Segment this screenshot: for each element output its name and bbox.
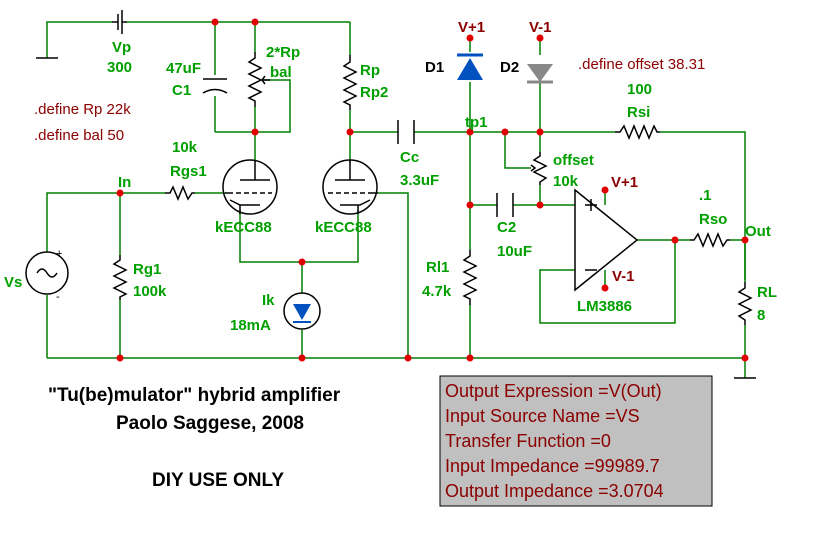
- rsi-resistor: [615, 124, 660, 140]
- rl1-resistor: [462, 250, 478, 305]
- vs-source: [25, 251, 69, 295]
- vplus-top: V+1: [458, 19, 485, 36]
- offset-value: 10k: [553, 173, 579, 190]
- title-line2: Paolo Saggese, 2008: [116, 413, 304, 434]
- rp-name: Rp: [360, 62, 380, 79]
- rl1-name: Rl1: [426, 259, 449, 276]
- bal-potentiometer: [247, 52, 270, 107]
- rso-value: .1: [699, 187, 712, 204]
- rl-resistor: [737, 282, 753, 325]
- cc-capacitor: [397, 120, 415, 144]
- wires: [46, 21, 746, 378]
- rp-value: Rp2: [360, 84, 388, 101]
- rgs1-resistor: [165, 185, 195, 201]
- vp-value: 300: [107, 59, 132, 76]
- rg1-resistor: [112, 255, 128, 300]
- d2-label: D2: [500, 59, 519, 76]
- opamp-label: LM3886: [577, 298, 632, 315]
- offset-potentiometer: [530, 152, 548, 185]
- vp-name: Vp: [112, 39, 131, 56]
- d1-diode: [457, 53, 483, 80]
- d1-label: D1: [425, 59, 444, 76]
- tube2: [322, 159, 378, 215]
- vs-name: Vs: [4, 274, 22, 291]
- result-input-impedance: Input Impedance =99989.7: [445, 456, 660, 476]
- rso-resistor: [690, 232, 730, 248]
- tp1-label: tp1: [465, 114, 488, 131]
- rg1-value: 100k: [133, 283, 167, 300]
- tube1-label: kECC88: [215, 219, 272, 236]
- rgs1-name: Rgs1: [170, 163, 207, 180]
- rg1-name: Rg1: [133, 261, 161, 278]
- in-label: In: [118, 174, 131, 191]
- c1-capacitor: [202, 78, 228, 94]
- c2-capacitor: [496, 193, 514, 217]
- title-line3: DIY USE ONLY: [152, 470, 284, 491]
- bal-name: bal: [270, 64, 292, 81]
- vp-source: [112, 10, 127, 34]
- bal-value: 2*Rp: [266, 44, 300, 61]
- result-output-impedance: Output Impedance =3.0704: [445, 481, 664, 501]
- offset-name: offset: [553, 152, 594, 169]
- rl-value: 8: [757, 307, 765, 324]
- opamp-lm3886: [574, 188, 639, 292]
- vminus-top: V-1: [529, 19, 552, 36]
- results-box: Output Expression =V(Out) Input Source N…: [439, 375, 713, 507]
- ik-source: [283, 292, 321, 330]
- rsi-value: 100: [627, 81, 652, 98]
- rl-name: RL: [757, 284, 777, 301]
- result-output-expression: Output Expression =V(Out): [445, 381, 662, 401]
- ik-name: Ik: [262, 292, 275, 309]
- rl1-value: 4.7k: [422, 283, 452, 300]
- define-bal: .define bal 50: [34, 127, 124, 144]
- c2-name: C2: [497, 219, 516, 236]
- vminus-opamp: V-1: [612, 268, 635, 285]
- title-line1: "Tu(be)mulator" hybrid amplifier: [48, 385, 341, 406]
- d2-diode: [527, 64, 553, 84]
- rp-resistor: [342, 55, 358, 110]
- rso-name: Rso: [699, 211, 727, 228]
- result-input-source: Input Source Name =VS: [445, 406, 640, 426]
- junctions: [116, 18, 749, 362]
- c2-value: 10uF: [497, 243, 532, 260]
- vs-minus: -: [56, 291, 60, 303]
- c1-name: C1: [172, 82, 191, 99]
- rsi-name: Rsi: [627, 104, 650, 121]
- tube1: [222, 159, 278, 215]
- define-rp: .define Rp 22k: [34, 101, 131, 118]
- vplus-opamp: V+1: [611, 174, 638, 191]
- ik-value: 18mA: [230, 317, 271, 334]
- cc-name: Cc: [400, 149, 419, 166]
- define-offset: .define offset 38.31: [578, 56, 705, 73]
- rgs1-value: 10k: [172, 139, 198, 156]
- cc-value: 3.3uF: [400, 172, 439, 189]
- c1-value: 47uF: [166, 60, 201, 77]
- vs-plus: +: [56, 248, 62, 260]
- tube2-label: kECC88: [315, 219, 372, 236]
- result-transfer-function: Transfer Function =0: [445, 431, 611, 451]
- out-label: Out: [745, 223, 771, 240]
